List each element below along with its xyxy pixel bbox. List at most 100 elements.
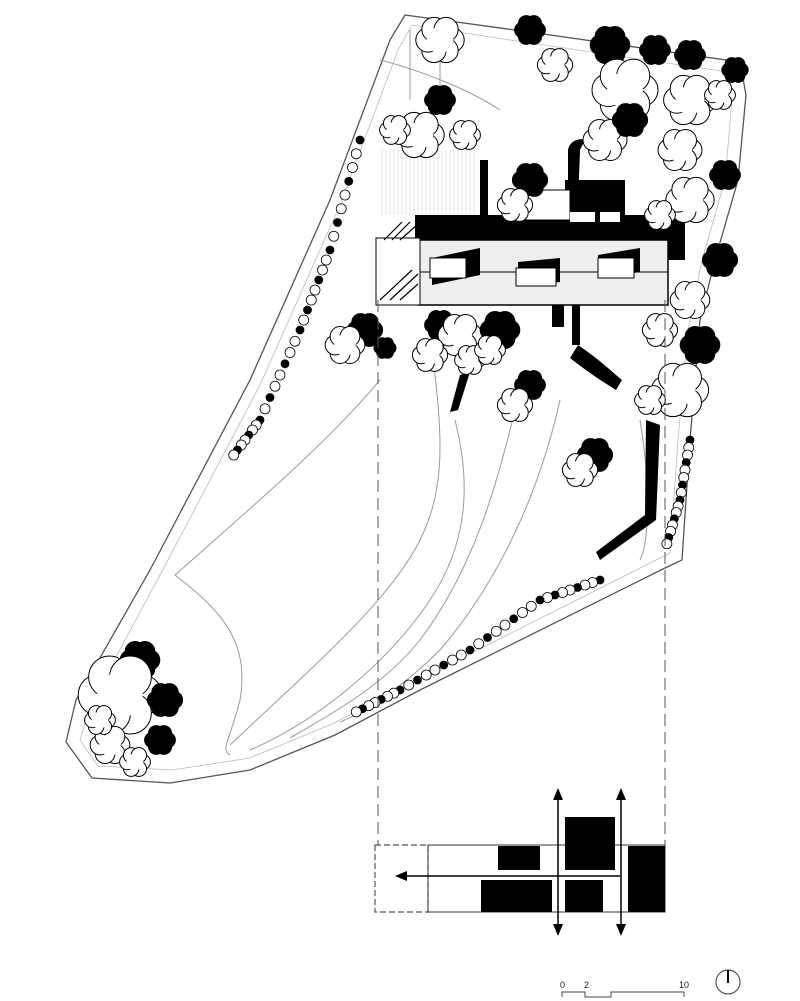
tree-canopy	[727, 62, 743, 78]
tree-canopy	[431, 91, 449, 109]
hedge-shrub	[265, 393, 275, 402]
hedge-shrub	[333, 218, 342, 227]
tree-canopy	[386, 121, 404, 139]
north-arrow-icon	[715, 969, 741, 995]
hedge-shrub	[295, 325, 305, 335]
hedge-shrub	[298, 314, 310, 326]
tree-canopy	[521, 21, 539, 39]
tree-canopy	[521, 376, 539, 394]
site-inner-edge	[79, 24, 733, 771]
arrowhead-icon	[616, 924, 626, 936]
tree-canopy	[505, 195, 525, 215]
hedge-shrub	[274, 369, 286, 381]
hedge-shrub	[447, 654, 458, 666]
hedge-shrub	[525, 600, 537, 612]
scale-label-10: 10	[679, 980, 689, 990]
hedge-shrub	[269, 380, 281, 392]
tree-canopy	[650, 320, 670, 340]
hedge-shrub	[420, 669, 432, 681]
tree-canopy	[689, 334, 711, 356]
site-boundary	[65, 14, 747, 784]
trees	[77, 15, 749, 777]
tree-canopy	[593, 128, 617, 152]
tree-canopy	[379, 342, 391, 354]
hedge-shrub	[339, 189, 351, 201]
hedge-shrub	[499, 619, 511, 631]
arrowhead-icon	[616, 788, 626, 800]
hedge-shrub	[465, 645, 475, 655]
hedge-shrub	[344, 176, 354, 186]
hedge-shrub	[309, 284, 321, 296]
hedge-shrub	[284, 347, 296, 358]
hedge-shrub	[439, 660, 449, 670]
hedge-shrub	[280, 359, 290, 369]
tree-canopy	[97, 672, 143, 718]
hedge-shrub	[355, 135, 365, 145]
tree-canopy	[675, 85, 705, 115]
tree-canopy	[151, 731, 169, 749]
hedge-shrub	[228, 449, 240, 461]
tree-canopy	[481, 341, 499, 359]
tree-canopy	[711, 86, 729, 104]
hedge-shrub	[490, 625, 502, 637]
hedge-shrub	[483, 633, 492, 642]
tree-canopy	[620, 110, 640, 130]
tree-canopy	[461, 351, 479, 369]
tree-canopy	[641, 391, 659, 409]
arrowhead-icon	[395, 871, 407, 881]
tree-canopy	[676, 186, 704, 214]
hedge-shrub	[303, 305, 312, 315]
hedge-shrub	[305, 294, 317, 306]
concept-diagram	[374, 788, 666, 936]
hedge-shrub	[661, 538, 673, 550]
tree-canopy	[420, 345, 440, 365]
tree-canopy	[99, 734, 121, 756]
hedge-shrub	[289, 335, 301, 347]
arrowhead-icon	[553, 788, 563, 800]
hedge-shrub	[347, 162, 358, 173]
hedge-shrub	[403, 679, 415, 691]
hedge-shrub	[535, 595, 545, 605]
garden-paths	[174, 30, 648, 756]
hedge-shrub	[325, 245, 335, 255]
tree-canopy	[505, 395, 525, 415]
hedge-shrub	[429, 664, 441, 676]
tree-canopy	[456, 126, 474, 144]
hedge-shrub	[517, 607, 528, 618]
hedge-shrub	[350, 148, 362, 160]
hedge-shrub	[350, 706, 362, 718]
hedge-shrub	[328, 230, 340, 242]
tree-canopy	[426, 26, 454, 54]
hedge-shrub	[335, 203, 347, 215]
tree-canopy	[334, 334, 356, 356]
tree-canopy	[607, 72, 643, 108]
hedge-shrub	[317, 264, 328, 276]
tree-canopy	[448, 323, 472, 347]
deck-hatching: (function(){var g=document.currentScript…	[381, 150, 475, 215]
tree-canopy	[668, 138, 692, 162]
scale-label-0: 0	[560, 980, 565, 990]
hedge-shrub	[259, 403, 271, 415]
tree-canopy	[651, 206, 669, 224]
tree-canopy	[406, 121, 434, 149]
arrowhead-icon	[553, 924, 563, 936]
tree-canopy	[664, 374, 696, 406]
tree-canopy	[126, 753, 144, 771]
hedge-shrub	[473, 638, 485, 650]
scale-bar: 0 2 10	[560, 980, 689, 998]
tree-canopy	[570, 460, 590, 480]
hedge-shrub	[509, 614, 519, 624]
tree-canopy	[681, 46, 699, 64]
tree-canopy	[545, 55, 565, 75]
tree-canopy	[91, 711, 109, 729]
hedge-shrub	[320, 254, 332, 266]
tree-canopy	[646, 41, 664, 59]
hedge-shrub	[455, 649, 467, 661]
projection-lines	[377, 300, 666, 845]
tree-canopy	[155, 690, 175, 710]
tree-canopy	[599, 34, 621, 56]
tree-canopy	[716, 166, 734, 184]
hedge-shrub	[413, 675, 422, 685]
scale-label-2: 2	[584, 980, 589, 990]
